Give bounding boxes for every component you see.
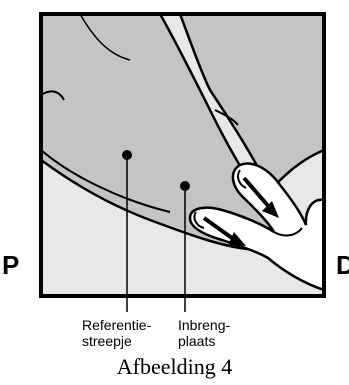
insertion-callout-line-1: Inbreng- bbox=[178, 317, 230, 333]
figure-caption: Afbeelding 4 bbox=[0, 354, 349, 380]
reference-callout-line-1: Referentie- bbox=[82, 317, 151, 333]
insertion-site-callout: Inbreng- plaats bbox=[178, 317, 230, 349]
distal-label: D bbox=[336, 250, 349, 280]
insertion-callout-line-2: plaats bbox=[178, 333, 230, 349]
proximal-label: P bbox=[2, 250, 19, 280]
reference-callout-line-2: streepje bbox=[82, 333, 151, 349]
reference-line-callout: Referentie- streepje bbox=[82, 317, 151, 349]
